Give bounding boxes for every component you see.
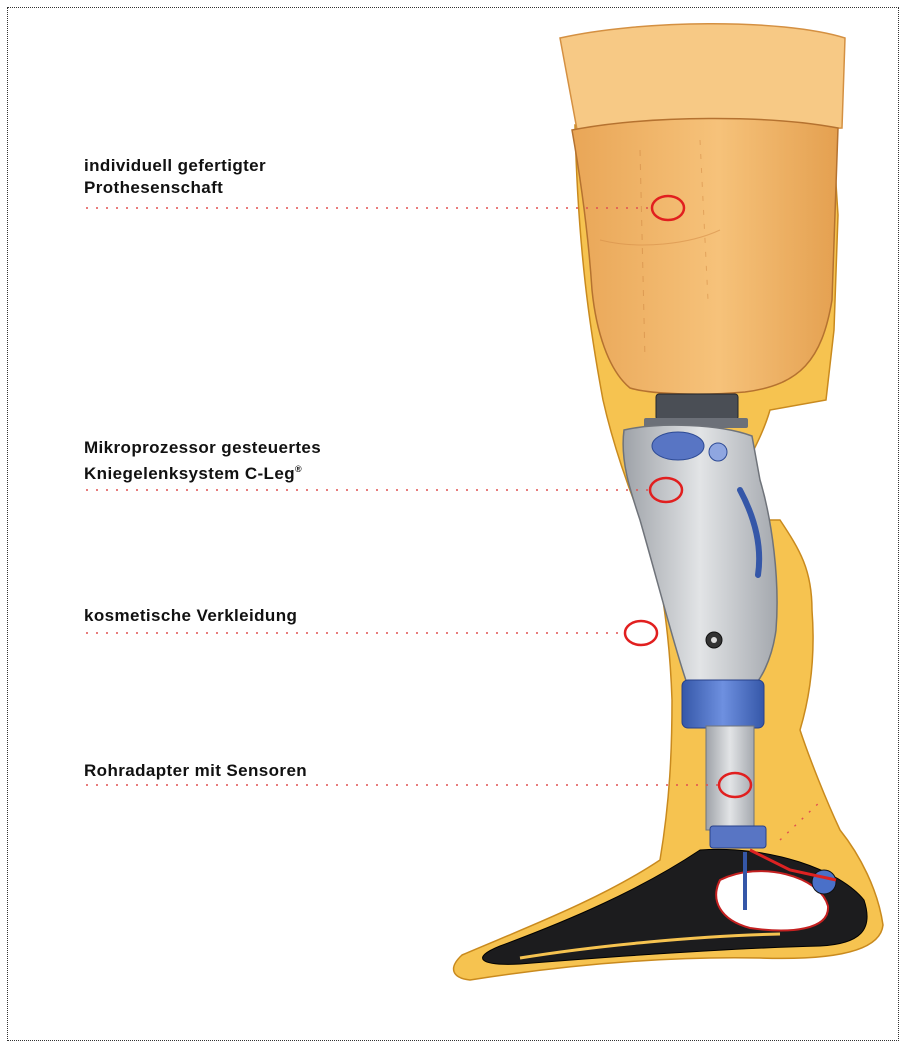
label-shaft-line2: Prothesenschaft bbox=[84, 177, 223, 198]
label-knee-text: Kniegelenksystem C-Leg bbox=[84, 464, 295, 483]
socket-shape bbox=[572, 118, 838, 394]
knee-joint-shape bbox=[623, 425, 777, 692]
registered-mark: ® bbox=[295, 464, 302, 474]
label-cover: kosmetische Verkleidung bbox=[84, 605, 297, 626]
label-knee-line2: Kniegelenksystem C-Leg® bbox=[84, 459, 302, 484]
label-tube: Rohradapter mit Sensoren bbox=[84, 760, 307, 781]
label-shaft-line1: individuell gefertigter bbox=[84, 155, 266, 176]
marker-cover bbox=[625, 621, 657, 645]
pylon-clamp bbox=[682, 680, 764, 728]
label-knee-line1: Mikroprozessor gesteuertes bbox=[84, 437, 321, 458]
socket-adapter bbox=[656, 394, 738, 420]
